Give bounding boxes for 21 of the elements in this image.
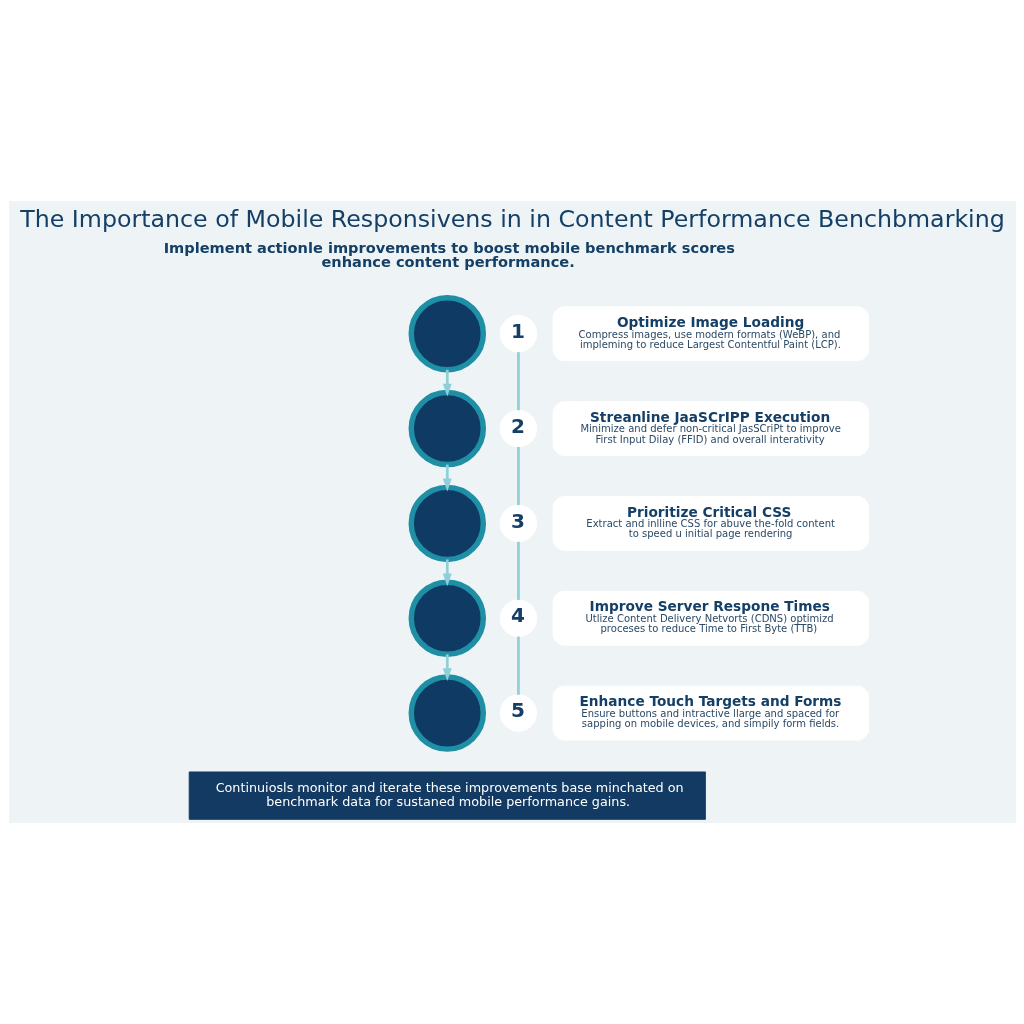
node-circle [408,389,486,468]
connector [516,636,520,695]
node-circle: 5 [499,694,537,732]
node-circle [408,484,486,563]
arrow [442,464,452,492]
diagram-title: The Importance of Mobile Responsivens in in Content Performance Benchbmarking [19,205,1005,234]
caption: Continuiosls monitor and iterate these improvements base minchated on benchmark data for sustaned mobile performance gains. [215,780,684,809]
arrow [442,654,452,682]
node-circle: 4 [499,599,537,637]
connector [516,541,520,600]
connector [516,446,520,506]
node-circle: 3 [499,504,537,543]
arrow [442,369,452,397]
label: Implement actionle improvements to boost mobile benchmark scores enhance content performance. [163,238,735,271]
node-circle [408,674,486,752]
connector [516,352,520,411]
node-circle [408,294,486,373]
arrow [442,559,452,587]
node-circle: 1 [499,315,537,353]
node-circle: 2 [499,409,537,448]
node-circle [408,579,486,657]
